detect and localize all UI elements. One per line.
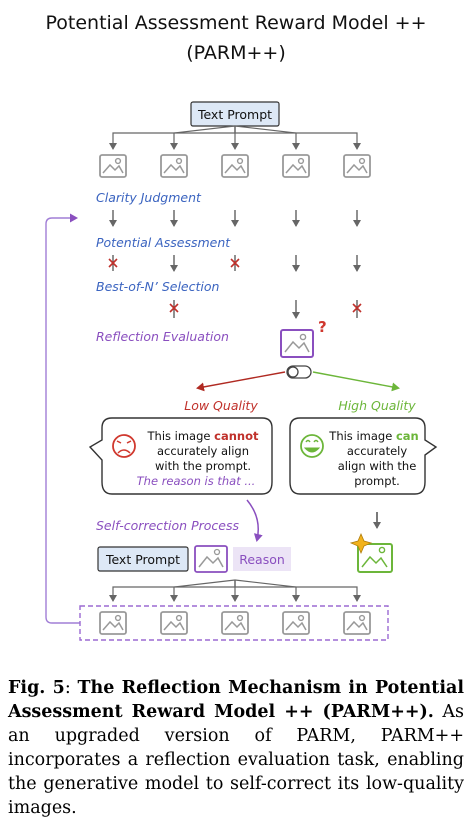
image-placeholder-icon (160, 154, 188, 178)
high-quality-text-line3: align with the (338, 459, 417, 473)
high-quality-label: High Quality (338, 398, 416, 413)
image-placeholder-icon (282, 611, 310, 635)
final-good-image (357, 543, 393, 573)
reflection-image (280, 329, 314, 358)
low-quality-branch-arrow (196, 371, 286, 392)
low-quality-bubble: This image cannot accurately align with … (88, 417, 273, 495)
image-placeholder-icon (99, 154, 127, 178)
feedback-loop-arrow (45, 213, 80, 624)
self-correction-arrow (246, 499, 263, 542)
clarity-arrows (109, 210, 361, 227)
diagram-subtitle: (PARM++) (186, 42, 286, 64)
sad-face-icon (112, 434, 136, 458)
image-placeholder-icon (160, 611, 188, 635)
caption-body: As an upgraded version of PARM, PARM++ i… (8, 702, 465, 818)
regenerated-images-row (99, 611, 371, 635)
image-placeholder-icon (343, 611, 371, 635)
image-placeholder-icon (221, 154, 249, 178)
high-quality-branch-arrow (312, 371, 400, 392)
high-quality-bubble: This image can accurately align with the… (289, 417, 438, 495)
high-quality-text-line1: This image can (328, 429, 418, 443)
low-quality-label: Low Quality (184, 398, 258, 413)
best-of-n-arrows (169, 300, 362, 319)
stage-self-correction: Self-correction Process (96, 518, 239, 533)
correction-text-prompt-box (97, 546, 189, 572)
sparkle-icon (349, 532, 373, 555)
low-quality-text-line1: This image cannot (147, 429, 259, 443)
low-quality-reason: The reason is that ... (137, 474, 256, 488)
stage-potential-assessment: Potential Assessment (96, 235, 231, 250)
caption-fig-label: Fig. 5 (8, 678, 65, 698)
figure-caption: Fig. 5: The Reflection Mechanism in Pote… (8, 676, 464, 820)
cross-mark-icon (108, 258, 240, 268)
text-prompt-label: Text Prompt (197, 107, 272, 122)
stage-clarity-judgment: Clarity Judgment (96, 190, 202, 205)
cross-mark-icon (169, 303, 362, 313)
image-placeholder-icon (343, 154, 371, 178)
image-placeholder-icon (221, 611, 249, 635)
high-quality-text-line4: prompt. (354, 474, 399, 488)
generated-images-row (99, 154, 371, 178)
diagram-title: Potential Assessment Reward Model ++ (45, 12, 427, 34)
question-mark: ? (318, 318, 327, 336)
stage-reflection-evaluation: Reflection Evaluation (96, 329, 229, 344)
high-quality-text-line2: accurately (347, 444, 408, 458)
low-quality-text-line2: accurately align (157, 444, 249, 458)
image-placeholder-icon (99, 611, 127, 635)
fanout-arrows-top (109, 125, 361, 150)
smile-face-icon (300, 434, 324, 458)
reason-box (233, 547, 291, 571)
parm-diagram: Text Prompt Clarity Judgment Potential A… (45, 101, 438, 641)
image-placeholder-icon (282, 154, 310, 178)
regenerated-images-box (79, 605, 389, 641)
toggle-switch-icon (286, 365, 312, 379)
correction-text-prompt-label: Text Prompt (105, 552, 180, 567)
caption-bold-title: The Reflection Mechanism in Potential As… (8, 678, 464, 722)
low-quality-text-line3: with the prompt. (155, 459, 251, 473)
potential-arrows (108, 255, 361, 272)
reason-label: Reason (239, 552, 285, 567)
correction-image (194, 545, 228, 573)
fanout-arrows-bottom (109, 579, 361, 602)
stage-best-of-n-selection: Best-of-N’ Selection (96, 279, 220, 294)
caption-separator: : (64, 678, 78, 698)
